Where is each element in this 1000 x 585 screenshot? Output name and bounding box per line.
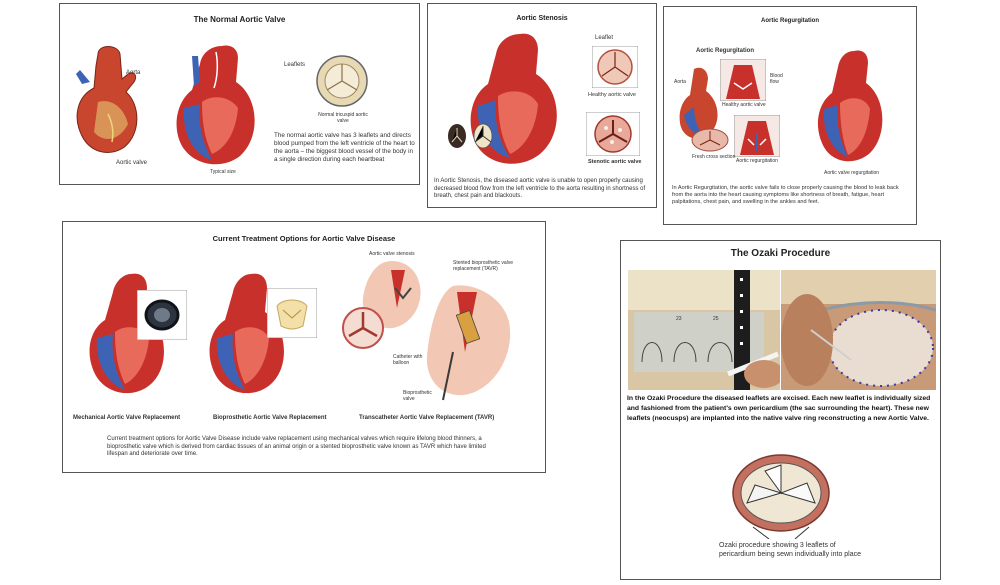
tavr-bioprosthetic-label: Bioprosthetic valve (403, 390, 432, 402)
regurgitation-aorta-label: Aorta (674, 79, 686, 85)
tavr-valve-cross-section (341, 306, 385, 350)
regurgitation-heart-figure (814, 47, 892, 167)
healthy-valve-image (592, 46, 638, 88)
regurgitation-healthy-label: Healthy aortic valve (722, 102, 766, 108)
aortic-valve-label: Aortic valve (116, 160, 148, 166)
normal-caption: The normal aortic valve has 3 leaflets a… (274, 132, 415, 163)
blood-flow-label: Blood flow (770, 73, 783, 85)
regurgitation-caption: In Aortic Regurgitation, the aortic valv… (672, 185, 899, 205)
stenosis-small-valve-2 (472, 122, 494, 150)
tavr-stented-label: Stented bioprosthetic valve replacement … (453, 260, 514, 272)
healthy-valve-label: Healthy aortic valve (588, 92, 636, 98)
treatment-caption: Current treatment options for Aortic Val… (107, 436, 486, 457)
leaflet-sewing-photo (781, 270, 936, 390)
bioprosthetic-valve-image (267, 288, 317, 338)
tavr-option-label: Transcatheter Aortic Valve Replacement (… (359, 415, 495, 421)
fresh-cross-section-figure (690, 127, 730, 153)
mechanical-option-label: Mechanical Aortic Valve Replacement (73, 415, 181, 421)
bioprosthetic-option-label: Bioprosthetic Aortic Valve Replacement (213, 415, 327, 421)
exterior-heart-figure (68, 44, 148, 159)
normal-tricuspid-label: Normal tricuspid aortic valve (318, 112, 368, 124)
normal-panel-title: The Normal Aortic Valve (193, 15, 286, 24)
regurgitation-label: Aortic regurgitation (736, 158, 778, 164)
stenosis-leaflet-label: Leaflet (595, 35, 614, 41)
mechanical-valve-image (137, 290, 187, 340)
treatment-panel-title: Current Treatment Options for Aortic Val… (212, 234, 396, 243)
normal-aortic-valve-panel: The Normal Aortic Valve Aorta Aortic val… (59, 3, 420, 185)
stenosis-heart-figure (464, 30, 574, 172)
tavr-stenosis-label: Aortic valve stenosis (369, 251, 415, 257)
stenosis-small-valve-1 (446, 122, 468, 150)
aortic-regurgitation-panel: Aortic Regurgitation Aortic Regurgitatio… (663, 6, 917, 225)
regurgitation-panel-title: Aortic Regurgitation (761, 18, 819, 24)
normal-valve-closeup (315, 54, 369, 108)
ozaki-description: In the Ozaki Procedure the diseased leaf… (627, 395, 931, 422)
tavr-catheter-figure (413, 282, 523, 402)
treatment-options-panel: Current Treatment Options for Aortic Val… (62, 221, 546, 473)
typical-size-label: Typical size (210, 169, 236, 175)
regurgitation-small-heart (676, 65, 722, 143)
aorta-label: Aorta (126, 70, 141, 76)
stenosis-panel-title: Aortic Stenosis (516, 15, 568, 22)
ozaki-valve-illustration (725, 449, 837, 539)
sizer-mark-23: 23 (676, 316, 682, 322)
fresh-cross-label: Fresh cross section (692, 154, 736, 160)
ozaki-figure-caption: Ozaki procedure showing 3 leaflets of pe… (719, 542, 862, 559)
leaflets-label: Leaflets (284, 62, 306, 68)
leaflet-sizer-photo (628, 270, 780, 390)
sizer-mark-25: 25 (713, 316, 719, 322)
tavr-catheter-label: Catheter with balloon (393, 354, 423, 366)
regurgitation-valve-view (734, 115, 780, 157)
ozaki-procedure-panel: The Ozaki Procedure 23 25 In the Ozaki P… (620, 240, 941, 580)
aortic-stenosis-panel: Aortic Stenosis Leaflet Healthy aortic v… (427, 3, 657, 208)
bioprosthetic-heart-figure (205, 270, 295, 400)
heart-cross-section-figure (172, 42, 267, 170)
ozaki-panel-title: The Ozaki Procedure (730, 248, 831, 259)
tavr-heart-figure (355, 258, 435, 332)
healthy-valve-view (720, 59, 766, 101)
stenotic-valve-label: Stenotic aortic valve (588, 159, 642, 165)
stenotic-valve-image (586, 112, 640, 156)
regurgitation-subtitle: Aortic Regurgitation (696, 48, 754, 54)
stenosis-caption: In Aortic Stenosis, the diseased aortic … (434, 178, 646, 199)
valve-regurg-label: Aortic valve regurgitation (824, 170, 880, 176)
